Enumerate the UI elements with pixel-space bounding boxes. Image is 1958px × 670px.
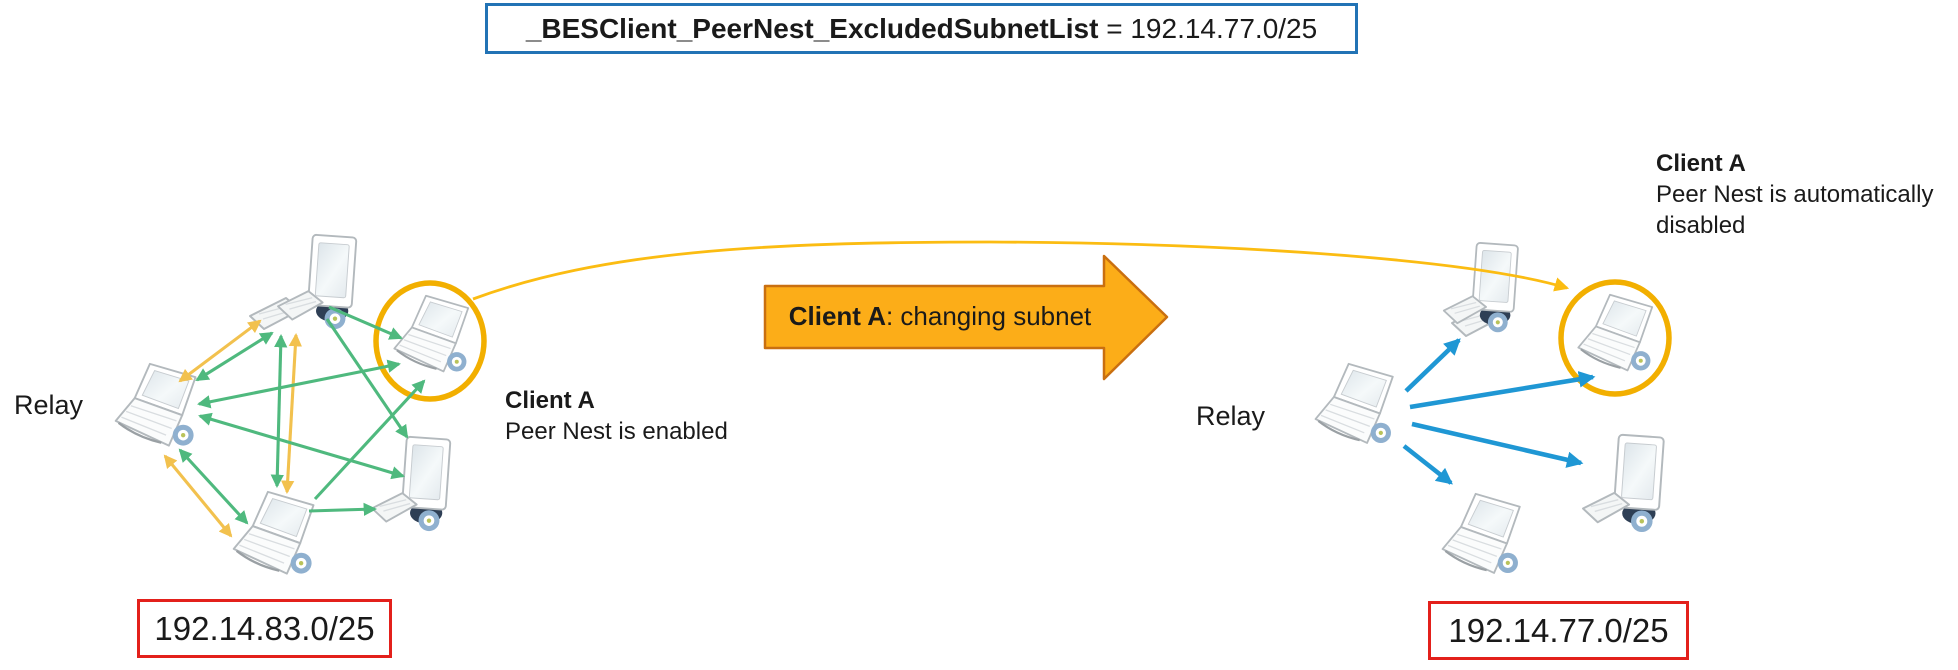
relay-label-left: Relay: [14, 390, 84, 420]
client-a-status: Peer Nest is enabled: [505, 418, 728, 445]
setting-name: _BESClient_PeerNest_ExcludedSubnetList: [525, 12, 1099, 44]
blue-relay-arrow: [1411, 421, 1584, 468]
transition-label-rest: : changing subnet: [885, 301, 1092, 331]
blue-relay-arrow: [1409, 371, 1596, 410]
subnet-change-curve-arrow: [472, 240, 1570, 301]
transition-label-bold: Client A: [788, 301, 886, 331]
relay-laptop-icon-right: [1314, 362, 1394, 445]
green-peer-arrow: [197, 359, 401, 409]
client-a-laptop-icon: [393, 294, 470, 373]
transition-arrow-label: Client A: changing subnet: [785, 301, 1095, 332]
green-peer-arrow: [325, 318, 409, 439]
client-a-laptop-icon-right: [1577, 293, 1654, 372]
workstation-icon: [1442, 241, 1520, 334]
subnet-box-left: 192.14.83.0/25: [137, 599, 392, 658]
peer-mesh-arrows: [163, 305, 426, 538]
subnet-left-value: 192.14.83.0/25: [154, 609, 375, 647]
excluded-subnet-setting-box: _BESClient_PeerNest_ExcludedSubnetList =…: [485, 3, 1358, 54]
client-a-highlight-circle-right: [1558, 279, 1672, 397]
workstation-icon: [371, 435, 452, 533]
client-a-title: Client A: [1656, 150, 1746, 177]
blue-relay-arrow: [1402, 444, 1453, 485]
subnet-box-right: 192.14.77.0/25: [1428, 601, 1689, 660]
blue-relay-arrow: [1404, 338, 1461, 393]
setting-value: = 192.14.77.0/25: [1098, 12, 1318, 44]
green-peer-arrow: [270, 334, 288, 488]
client-a-title: Client A: [505, 387, 595, 414]
relay-laptop-icon: [114, 362, 197, 447]
relay-label-right: Relay: [1196, 401, 1266, 431]
client-a-status-line1: Peer Nest is automatically: [1656, 181, 1934, 208]
green-peer-arrow: [328, 305, 403, 340]
laptop-icon: [232, 490, 315, 575]
subnet-right-value: 192.14.77.0/25: [1448, 611, 1669, 649]
yellow-relay-arrow: [178, 319, 262, 383]
green-peer-arrow: [178, 448, 249, 525]
green-peer-arrow: [308, 502, 377, 517]
workstation-icon: [1582, 433, 1665, 534]
client-a-label-right: Client A Peer Nest is automatically disa…: [1656, 148, 1933, 241]
green-peer-arrow: [198, 412, 405, 480]
relay-distribution-arrows: [1402, 338, 1596, 485]
client-a-status-line2: disabled: [1656, 212, 1746, 239]
yellow-relay-arrow: [280, 333, 303, 494]
laptop-icon: [1441, 492, 1521, 575]
client-a-label-left: Client A Peer Nest is enabled: [505, 385, 728, 447]
client-a-highlight-circle-left: [373, 280, 487, 402]
green-peer-arrow: [313, 379, 426, 501]
transition-arrow-shape: [763, 254, 1169, 381]
